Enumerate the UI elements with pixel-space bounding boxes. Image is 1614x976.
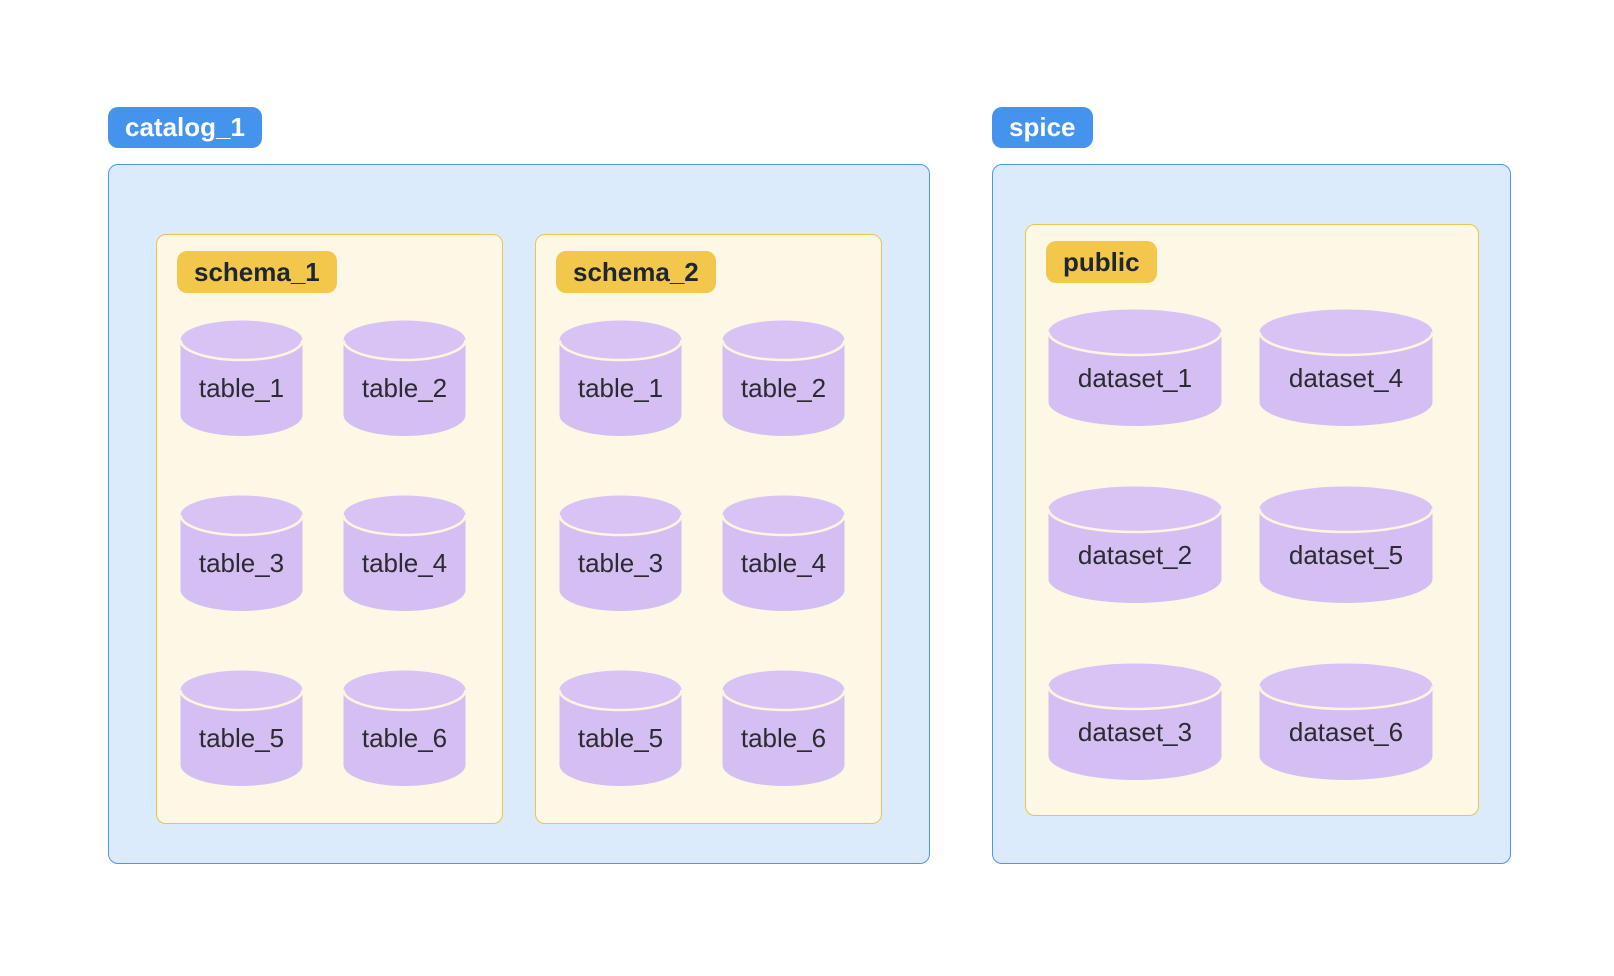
public-dataset-grid: dataset_1 dataset_2 dataset_3 dataset_4 [1047,308,1468,782]
table-cylinder: table_4 [721,494,846,612]
table-cylinder: table_6 [721,669,846,787]
spice-badge: spice [992,107,1093,148]
table-label: table_1 [577,372,664,403]
dataset-label: dataset_3 [1077,716,1193,747]
table-label: table_3 [577,547,664,578]
table-cylinder: table_1 [179,319,304,437]
dataset-cylinder: dataset_4 [1258,308,1434,428]
table-label: table_3 [198,547,285,578]
public-schema-container: public dataset_1 dataset_2 dataset_3 [1025,224,1479,816]
table-label: table_4 [361,547,448,578]
table-cylinder: table_2 [342,319,467,437]
spice-group: spice public dataset_1 dataset_2 dataset [992,107,1511,864]
dataset-label: dataset_4 [1288,362,1404,393]
schema-2-container: schema_2 table_1 table_2 table_3 [535,234,882,824]
schema-1-container: schema_1 table_1 table_2 table_3 [156,234,503,824]
dataset-cylinder: dataset_2 [1047,485,1223,605]
table-label: table_5 [577,722,664,753]
table-cylinder: table_5 [558,669,683,787]
dataset-cylinder: dataset_3 [1047,662,1223,782]
schema-1-badge: schema_1 [177,251,337,293]
schema-1-table-grid: table_1 table_2 table_3 table_4 [179,319,492,787]
table-cylinder: table_3 [558,494,683,612]
dataset-label: dataset_6 [1288,716,1404,747]
public-badge: public [1046,241,1157,283]
dataset-label: dataset_5 [1288,539,1404,570]
table-label: table_1 [198,372,285,403]
catalog-group: catalog_1 schema_1 table_1 table_2 table [108,107,930,864]
table-cylinder: table_3 [179,494,304,612]
dataset-cylinder: dataset_5 [1258,485,1434,605]
table-label: table_6 [361,722,448,753]
dataset-label: dataset_1 [1077,362,1193,393]
schema-2-table-grid: table_1 table_2 table_3 table_4 [558,319,871,787]
catalog-badge: catalog_1 [108,107,262,148]
dataset-cylinder: dataset_6 [1258,662,1434,782]
dataset-cylinder: dataset_1 [1047,308,1223,428]
catalog-container: schema_1 table_1 table_2 table_3 [108,164,930,864]
table-cylinder: table_4 [342,494,467,612]
table-cylinder: table_2 [721,319,846,437]
table-cylinder: table_6 [342,669,467,787]
table-label: table_5 [198,722,285,753]
table-label: table_6 [740,722,827,753]
table-cylinder: table_5 [179,669,304,787]
spice-container: public dataset_1 dataset_2 dataset_3 [992,164,1511,864]
table-label: table_2 [740,372,827,403]
schema-2-badge: schema_2 [556,251,716,293]
table-label: table_2 [361,372,448,403]
table-cylinder: table_1 [558,319,683,437]
table-label: table_4 [740,547,827,578]
dataset-label: dataset_2 [1077,539,1193,570]
